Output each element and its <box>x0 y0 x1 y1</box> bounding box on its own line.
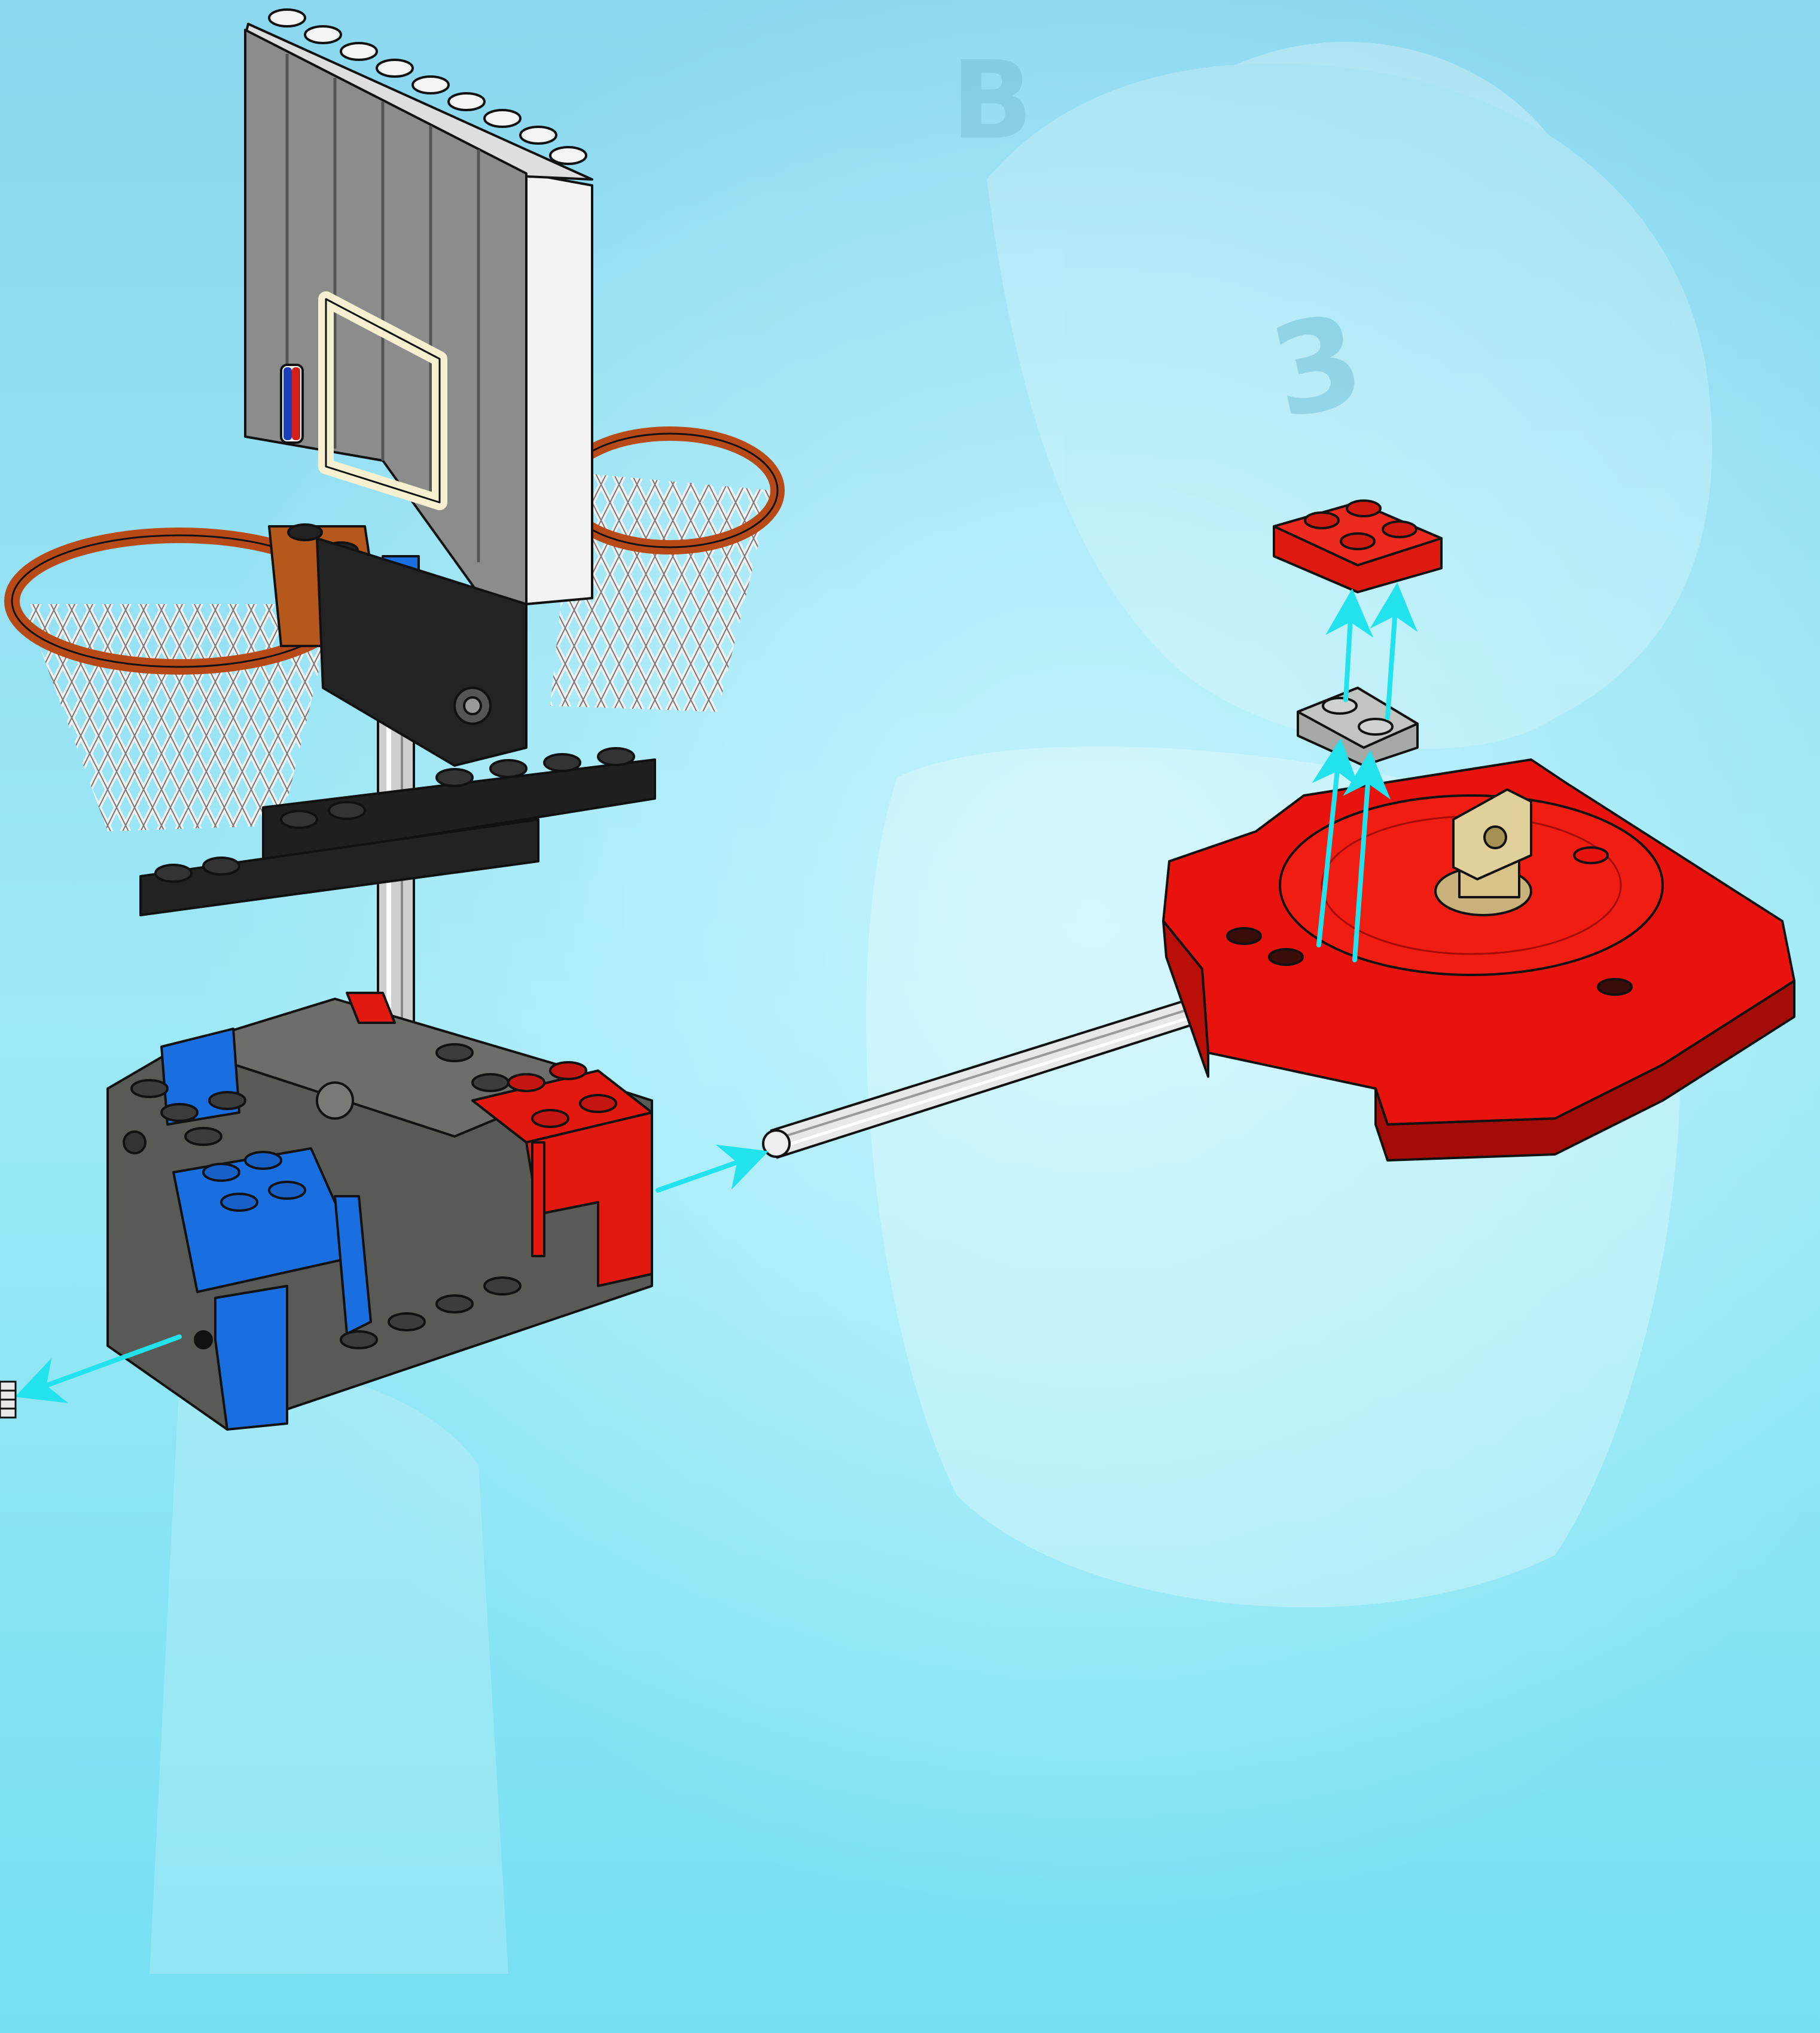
pin-end-left <box>0 1382 16 1418</box>
nba-logo-icon <box>281 365 303 443</box>
jersey-lettering: B <box>951 38 1033 163</box>
